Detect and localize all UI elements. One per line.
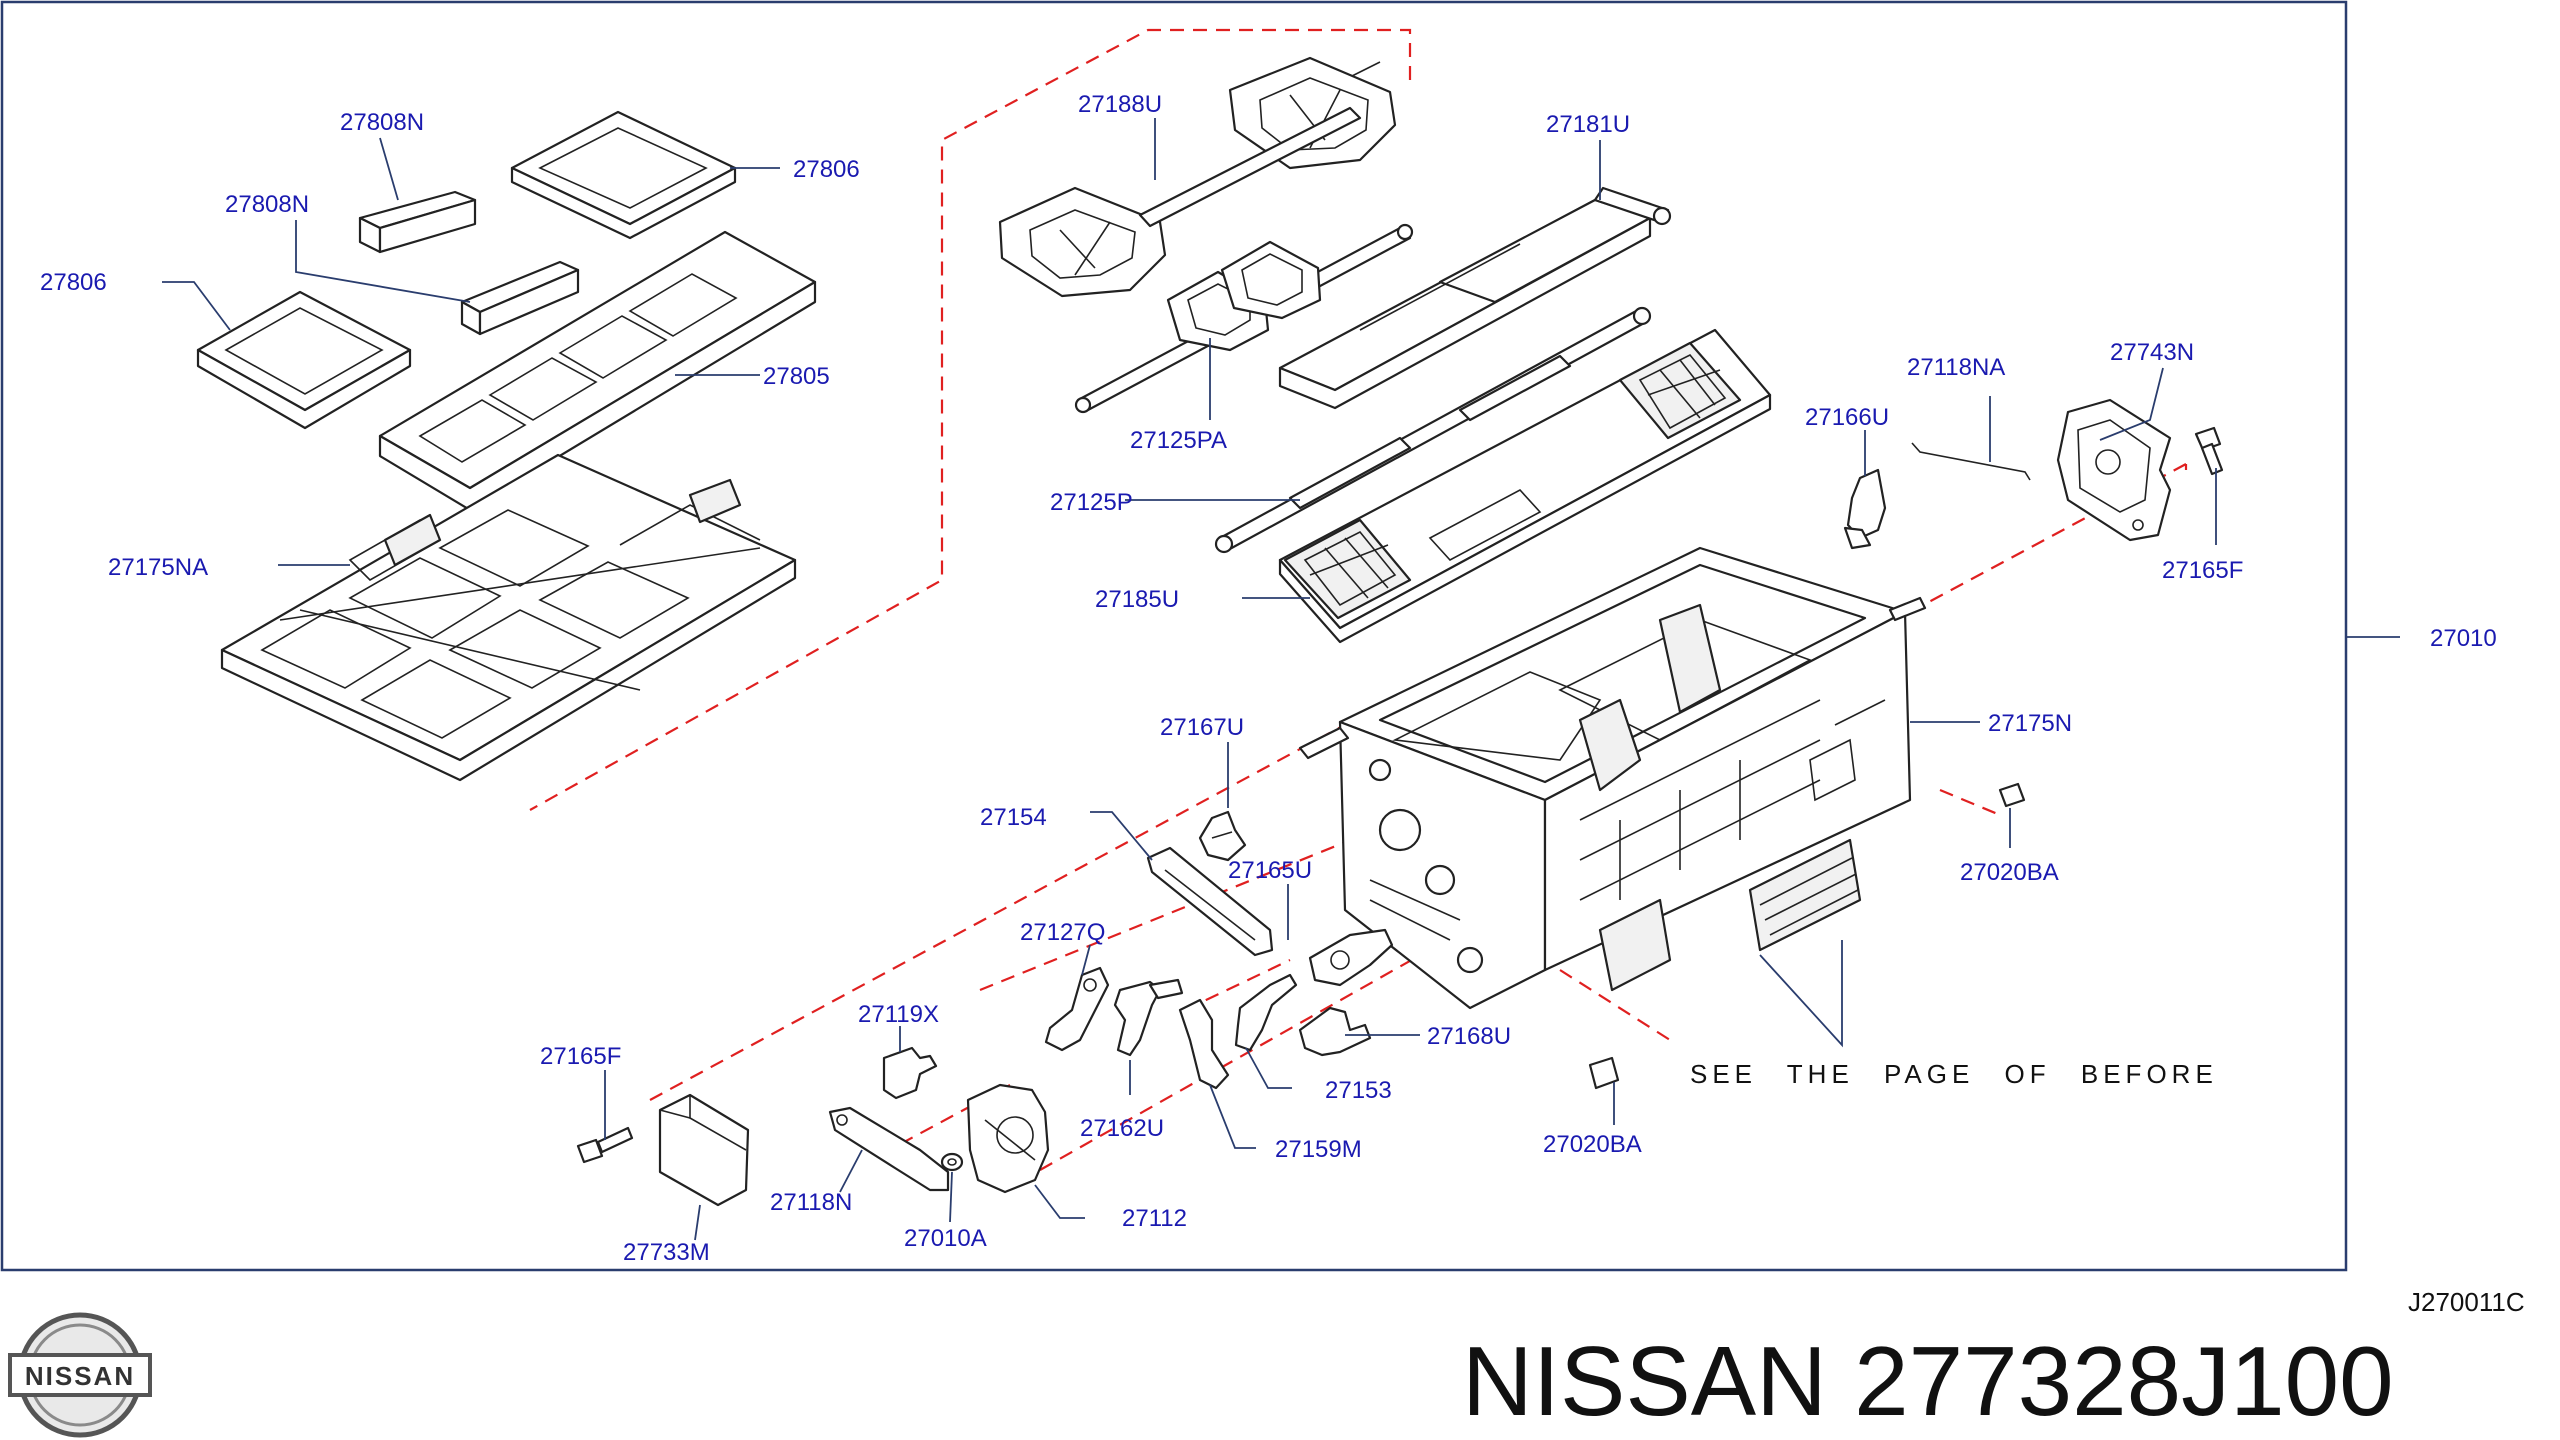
label-27168U: 27168U [1427, 1023, 1511, 1050]
label-27020BA-lower: 27020BA [1543, 1131, 1642, 1158]
part-labels: 27808N 27806 27808N 27806 27805 27175NA … [40, 91, 2497, 1266]
label-27185U: 27185U [1095, 586, 1179, 613]
label-27743N: 27743N [2110, 339, 2194, 366]
clip-27020BA-right [1998, 782, 2026, 808]
label-27808N-lower: 27808N [225, 191, 309, 218]
lever-27153 [1234, 973, 1298, 1052]
door-27188U [998, 56, 1397, 298]
foam-strip-upper [358, 190, 477, 254]
lever-27166U [1843, 468, 1887, 550]
door-27181U [1278, 186, 1672, 410]
heater-case [1298, 546, 1927, 1010]
label-27125P: 27125P [1050, 489, 1133, 516]
grommet-27167U [1198, 810, 1247, 862]
label-27127Q: 27127Q [1020, 919, 1105, 946]
label-27020BA-right: 27020BA [1960, 859, 2059, 886]
washer-27010A [940, 1152, 964, 1172]
diagram-border [0, 0, 2348, 1272]
label-27167U: 27167U [1160, 714, 1244, 741]
actuator-27743N [2056, 398, 2172, 542]
lever-27159M [1178, 998, 1230, 1090]
label-27808N-upper: 27808N [340, 109, 424, 136]
label-27153: 27153 [1325, 1077, 1392, 1104]
link-27165U [1308, 928, 1394, 987]
nissan-logo: NISSAN [8, 1312, 152, 1438]
label-27010A: 27010A [904, 1225, 987, 1252]
foam-strip-lower [460, 260, 580, 336]
leader-lines [162, 118, 2400, 1241]
clip-27020BA-lower [1588, 1056, 1620, 1090]
shaft-27125P [1214, 306, 1652, 554]
filter-element [378, 230, 817, 512]
label-27119X: 27119X [858, 1001, 939, 1028]
lever-27127Q [1044, 966, 1110, 1052]
module-27733M [658, 1093, 750, 1207]
filter-frame-lower [196, 290, 412, 430]
label-27805: 27805 [763, 363, 830, 390]
motor-27119X [882, 1046, 938, 1100]
label-27806-lower: 27806 [40, 269, 107, 296]
label-27175NA: 27175NA [108, 554, 208, 581]
filter-frame-upper [510, 110, 737, 240]
label-27806-upper: 27806 [793, 156, 860, 183]
label-27188U: 27188U [1078, 91, 1162, 118]
filter-tray [220, 453, 797, 782]
label-27733M: 27733M [623, 1239, 710, 1266]
label-27125PA: 27125PA [1130, 427, 1227, 454]
see-page-note: SEE THE PAGE OF BEFORE [1690, 1059, 2218, 1089]
label-27162U: 27162U [1080, 1115, 1164, 1142]
label-27181U: 27181U [1546, 111, 1630, 138]
label-27175N: 27175N [1988, 710, 2072, 737]
label-27154: 27154 [980, 804, 1047, 831]
link-27118N [828, 1106, 950, 1192]
bracket-27154 [1146, 846, 1274, 957]
label-27165U: 27165U [1228, 857, 1312, 884]
shaft-27125PA [1074, 223, 1414, 414]
lever-27162U [1113, 978, 1184, 1057]
label-27159M: 27159M [1275, 1136, 1362, 1163]
door-27185U [1278, 328, 1772, 644]
part-title: NISSAN 277328J100 [1462, 1326, 2394, 1436]
label-27118N: 27118N [770, 1189, 852, 1216]
label-27165F-right: 27165F [2162, 557, 2243, 584]
diagram-ref-code: J270011C [2408, 1287, 2525, 1317]
label-27165F-left: 27165F [540, 1043, 621, 1070]
screw-27165F-right [2194, 426, 2224, 476]
label-27010: 27010 [2430, 625, 2497, 652]
rod-27118NA [1911, 442, 2031, 481]
label-27118NA: 27118NA [1907, 354, 2005, 381]
lever-27168U [1298, 1006, 1372, 1057]
nissan-logo-text: NISSAN [25, 1361, 135, 1391]
cam-27112 [966, 1083, 1050, 1194]
label-27112: 27112 [1122, 1205, 1187, 1232]
label-27166U: 27166U [1805, 404, 1889, 431]
screw-27165F-left [576, 1126, 634, 1164]
